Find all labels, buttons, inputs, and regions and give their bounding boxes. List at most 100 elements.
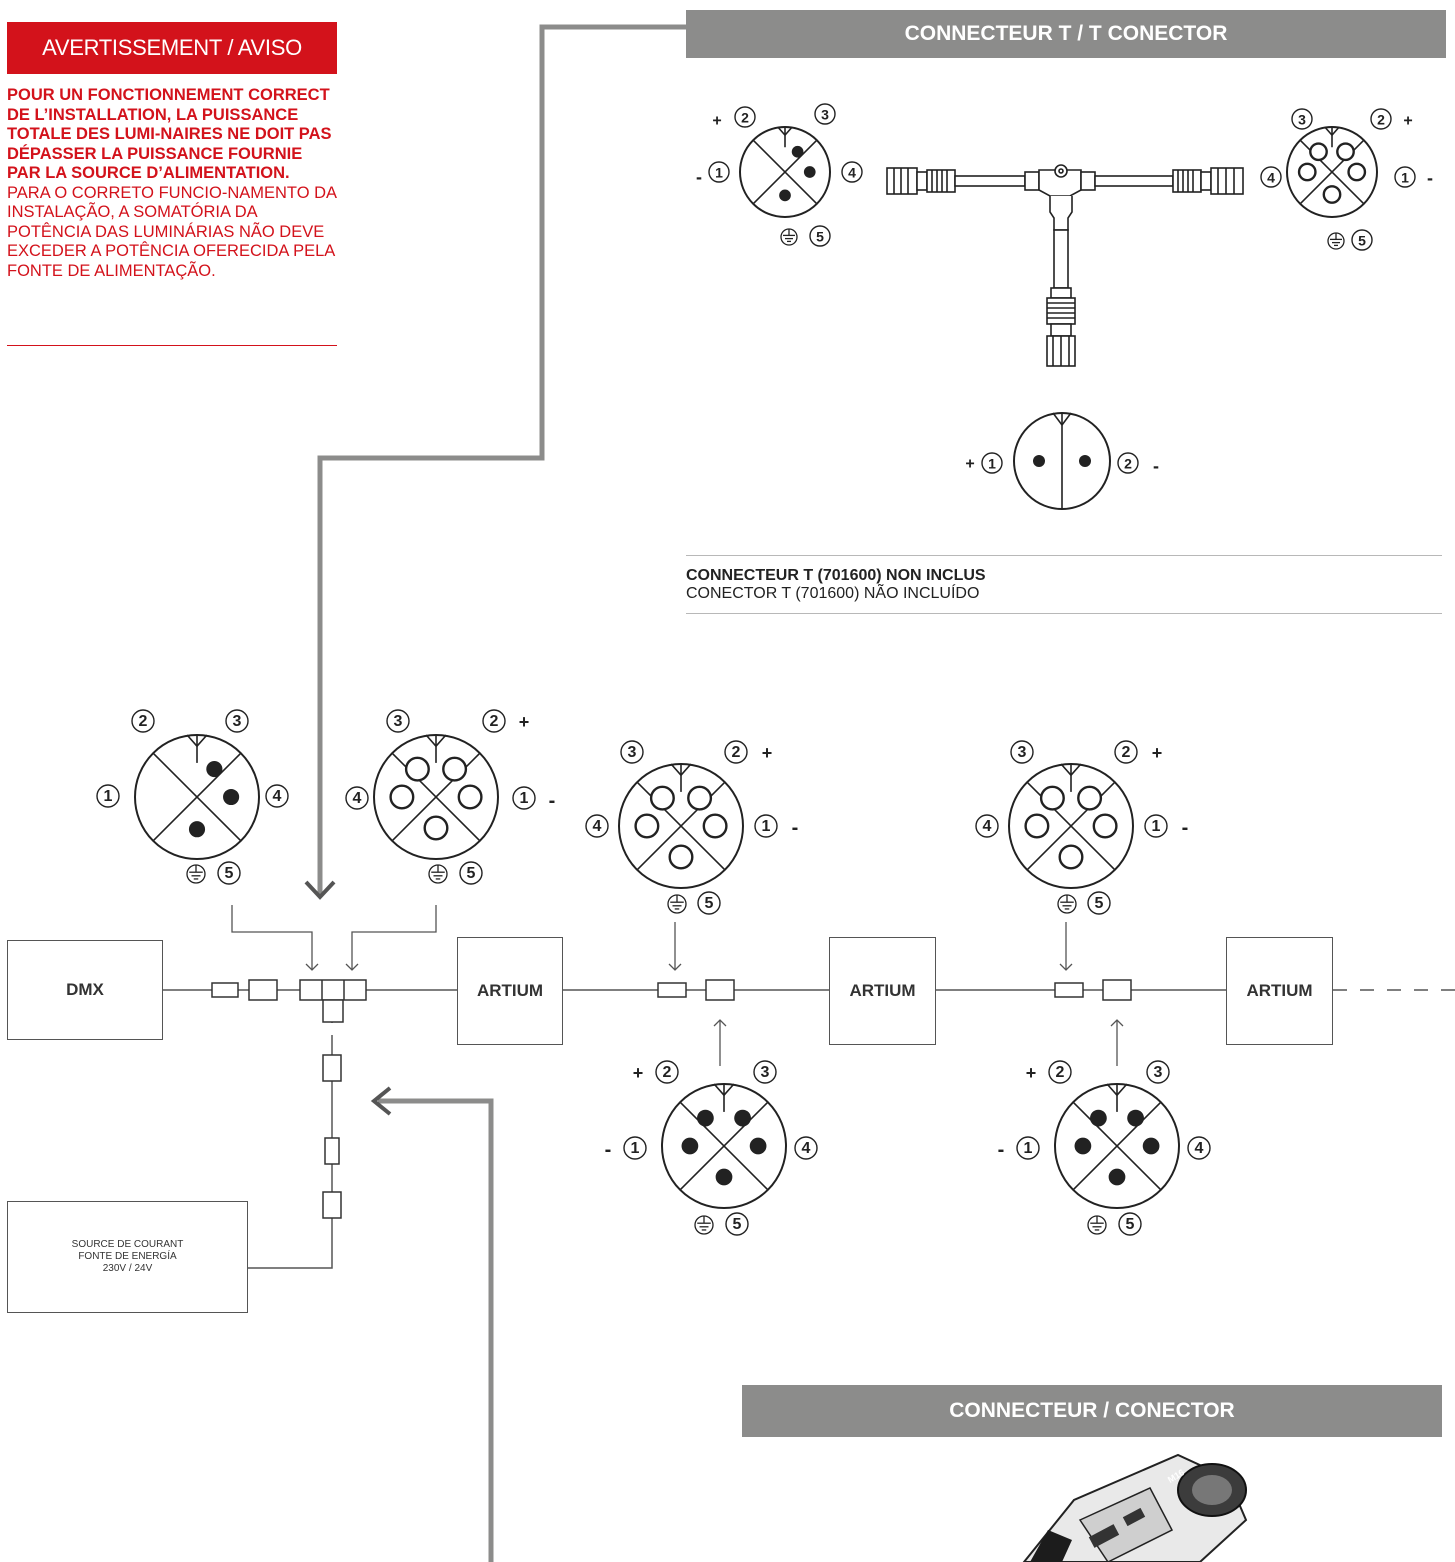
- t-out-face: [373, 734, 499, 860]
- ground-icon: [667, 894, 687, 914]
- svg-text:4: 4: [848, 165, 856, 181]
- dmx-box: DMX: [7, 940, 163, 1040]
- input-face-2: [1008, 763, 1134, 889]
- svg-text:2: 2: [1056, 1064, 1065, 1081]
- pin-number-1: 1: [1394, 166, 1416, 188]
- minus-sign: -: [792, 817, 799, 839]
- svg-text:5: 5: [705, 895, 714, 912]
- pin-number-3: 3: [1291, 108, 1313, 130]
- svg-text:4: 4: [1267, 170, 1275, 186]
- svg-text:5: 5: [733, 1216, 742, 1233]
- t-face-right: [1286, 126, 1378, 218]
- svg-text:3: 3: [628, 744, 637, 761]
- inline-connector: [1102, 979, 1132, 1001]
- connector-product-image: [1022, 1453, 1248, 1562]
- pin-number-2: 2: [131, 709, 155, 733]
- t-connector-symbol: [299, 979, 367, 1001]
- svg-text:5: 5: [1095, 895, 1104, 912]
- input-face-1: [618, 763, 744, 889]
- inline-connector: [322, 1191, 342, 1219]
- svg-text:4: 4: [273, 788, 282, 805]
- artium-box-1: ARTIUM: [457, 937, 563, 1045]
- pin-number-2: 2: [655, 1060, 679, 1084]
- note-pt: CONECTOR T (701600) NÃO INCLUÍDO: [686, 585, 980, 602]
- pin-number-3: 3: [814, 103, 836, 125]
- svg-text:2: 2: [490, 713, 499, 730]
- inline-connector: [1054, 982, 1084, 998]
- pin-number-5: 5: [809, 225, 831, 247]
- psu-line-1: SOURCE DE COURANT: [71, 1239, 184, 1250]
- inline-connector: [248, 979, 278, 1001]
- pin-number-3: 3: [753, 1060, 777, 1084]
- ground-icon: [780, 228, 798, 246]
- svg-text:3: 3: [1018, 744, 1027, 761]
- minus-sign: -: [605, 1139, 612, 1161]
- pin-number-3: 3: [1146, 1060, 1170, 1084]
- t-connector-drawing: [886, 164, 1244, 367]
- pin-number-5: 5: [697, 891, 721, 915]
- svg-text:2: 2: [1377, 112, 1385, 128]
- plus-sign: +: [1026, 1063, 1037, 1083]
- inline-connector: [324, 1137, 340, 1165]
- svg-text:3: 3: [394, 713, 403, 730]
- warning-text: POUR UN FONCTIONNEMENT CORRECT DE L’INST…: [7, 86, 337, 281]
- svg-text:4: 4: [802, 1140, 811, 1157]
- note-fr: CONNECTEUR T (701600) NON INCLUS: [686, 567, 986, 584]
- svg-text:1: 1: [520, 790, 529, 807]
- svg-text:3: 3: [1154, 1064, 1163, 1081]
- gray-arrow-bottom-head: [370, 1086, 392, 1116]
- pin-number-2: 2: [734, 106, 756, 128]
- pin-number-3: 3: [386, 709, 410, 733]
- svg-text:3: 3: [233, 713, 242, 730]
- main-bus: [163, 989, 1455, 1269]
- ground-icon: [1327, 232, 1345, 250]
- ground-icon: [1057, 894, 1077, 914]
- pin-number-1: 1: [512, 786, 536, 810]
- svg-text:1: 1: [988, 456, 996, 472]
- pin-number-1: 1: [1016, 1136, 1040, 1160]
- svg-text:5: 5: [1358, 233, 1366, 249]
- pin-number-4: 4: [585, 814, 609, 838]
- pin-number-4: 4: [1260, 166, 1282, 188]
- pin-number-1: 1: [754, 814, 778, 838]
- pin-number-3: 3: [620, 740, 644, 764]
- plus-sign: +: [1403, 113, 1412, 130]
- svg-text:1: 1: [1152, 818, 1161, 835]
- svg-text:3: 3: [761, 1064, 770, 1081]
- plus-sign: +: [633, 1063, 644, 1083]
- pin-number-5: 5: [217, 861, 241, 885]
- inline-connector: [211, 982, 239, 998]
- inline-connector: [705, 979, 735, 1001]
- power-supply-box: SOURCE DE COURANT FONTE DE ENERGÍA 230V …: [7, 1201, 248, 1313]
- svg-text:5: 5: [225, 865, 234, 882]
- svg-text:5: 5: [467, 865, 476, 882]
- artium-box-2: ARTIUM: [829, 937, 936, 1045]
- pin-number-3: 3: [225, 709, 249, 733]
- t-face-left: [739, 126, 831, 218]
- warning-divider: [7, 345, 337, 346]
- svg-text:2: 2: [741, 110, 749, 126]
- gray-arrow-top-head: [304, 880, 336, 900]
- svg-text:2: 2: [1124, 456, 1132, 472]
- pin-number-4: 4: [345, 786, 369, 810]
- minus-sign: -: [1153, 456, 1159, 476]
- svg-text:2: 2: [663, 1064, 672, 1081]
- plus-sign: +: [965, 456, 974, 473]
- pin-number-3: 3: [1010, 740, 1034, 764]
- callout-arrows: [231, 905, 1124, 1066]
- svg-text:1: 1: [762, 818, 771, 835]
- minus-sign: -: [696, 167, 702, 187]
- inline-connector: [322, 1054, 342, 1082]
- pin-number-2: 2: [482, 709, 506, 733]
- pin-number-2: 2: [1114, 740, 1138, 764]
- inline-connector: [657, 982, 687, 998]
- ground-icon: [428, 864, 448, 884]
- pin-number-2: 2: [1048, 1060, 1072, 1084]
- note-rule-top: [686, 555, 1442, 556]
- minus-sign: -: [1182, 817, 1189, 839]
- output-face-2: [1054, 1083, 1180, 1209]
- svg-text:2: 2: [1122, 744, 1131, 761]
- pin-number-4: 4: [794, 1136, 818, 1160]
- svg-text:5: 5: [1126, 1216, 1135, 1233]
